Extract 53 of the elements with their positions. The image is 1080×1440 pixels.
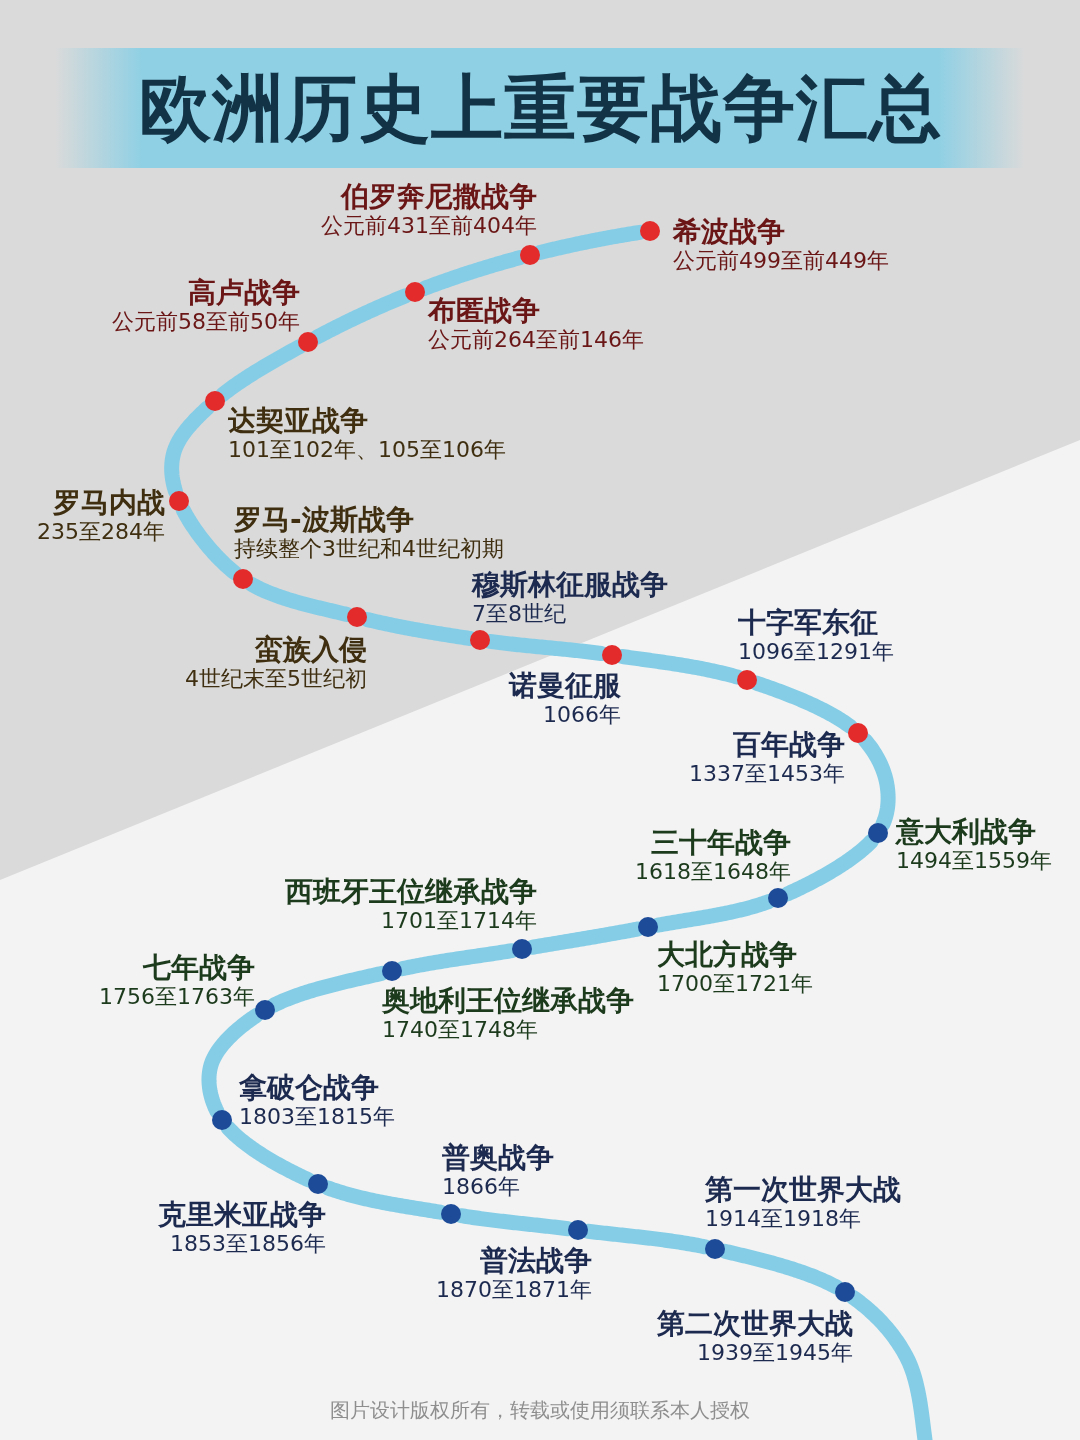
war-name: 穆斯林征服战争 — [472, 570, 668, 600]
war-name: 蛮族入侵 — [255, 635, 367, 665]
war-period: 1700至1721年 — [657, 970, 813, 998]
war-name: 克里米亚战争 — [158, 1200, 326, 1230]
war-name: 大北方战争 — [657, 940, 797, 970]
war-name: 布匿战争 — [428, 296, 540, 326]
war-name: 三十年战争 — [651, 828, 791, 858]
title: 欧洲历史上重要战争汇总 — [138, 66, 942, 150]
war-name: 诺曼征服 — [509, 671, 621, 701]
war-name: 达契亚战争 — [228, 406, 368, 436]
war-name: 十字军东征 — [738, 608, 878, 638]
war-name: 普奥战争 — [442, 1143, 554, 1173]
war-period: 101至102年、105至106年 — [228, 436, 506, 464]
war-period: 公元前499至前449年 — [673, 247, 889, 275]
war-period: 4世纪末至5世纪初 — [185, 665, 367, 693]
war-name: 第一次世界大战 — [705, 1175, 901, 1205]
war-name: 西班牙王位继承战争 — [285, 877, 537, 907]
war-name: 第二次世界大战 — [657, 1309, 853, 1339]
war-name: 罗马内战 — [53, 488, 165, 518]
war-period: 1866年 — [442, 1173, 520, 1201]
war-name: 伯罗奔尼撒战争 — [341, 182, 537, 212]
war-name: 希波战争 — [673, 217, 785, 247]
war-period: 235至284年 — [37, 518, 165, 546]
war-period: 1066年 — [543, 701, 621, 729]
war-period: 1803至1815年 — [239, 1103, 395, 1131]
war-name: 罗马-波斯战争 — [234, 505, 414, 535]
war-period: 公元前431至前404年 — [321, 212, 537, 240]
war-period: 1756至1763年 — [99, 983, 255, 1011]
war-period: 公元前264至前146年 — [428, 326, 644, 354]
timeline-road — [845, 1290, 933, 1440]
war-name: 意大利战争 — [896, 817, 1036, 847]
war-period: 1701至1714年 — [381, 907, 537, 935]
war-period: 公元前58至前50年 — [112, 308, 300, 336]
war-period: 持续整个3世纪和4世纪初期 — [234, 535, 504, 563]
war-name: 普法战争 — [480, 1246, 592, 1276]
war-period: 1494至1559年 — [896, 847, 1052, 875]
war-period: 1096至1291年 — [738, 638, 894, 666]
timeline-road — [215, 339, 307, 403]
war-period: 1870至1871年 — [436, 1276, 592, 1304]
war-period: 1914至1918年 — [705, 1205, 861, 1233]
copyright-note: 图片设计版权所有，转载或使用须联系本人授权 — [330, 1398, 750, 1422]
war-period: 1853至1856年 — [170, 1230, 326, 1258]
war-period: 7至8世纪 — [472, 600, 566, 628]
war-name: 奥地利王位继承战争 — [382, 986, 634, 1016]
war-period: 1939至1945年 — [697, 1339, 853, 1367]
war-period: 1618至1648年 — [635, 858, 791, 886]
war-period: 1337至1453年 — [689, 760, 845, 788]
war-name: 高卢战争 — [188, 278, 300, 308]
war-name: 七年战争 — [143, 953, 255, 983]
war-name: 拿破仑战争 — [239, 1073, 379, 1103]
timeline-road — [201, 1007, 265, 1119]
war-period: 1740至1748年 — [382, 1016, 538, 1044]
war-name: 百年战争 — [733, 730, 845, 760]
